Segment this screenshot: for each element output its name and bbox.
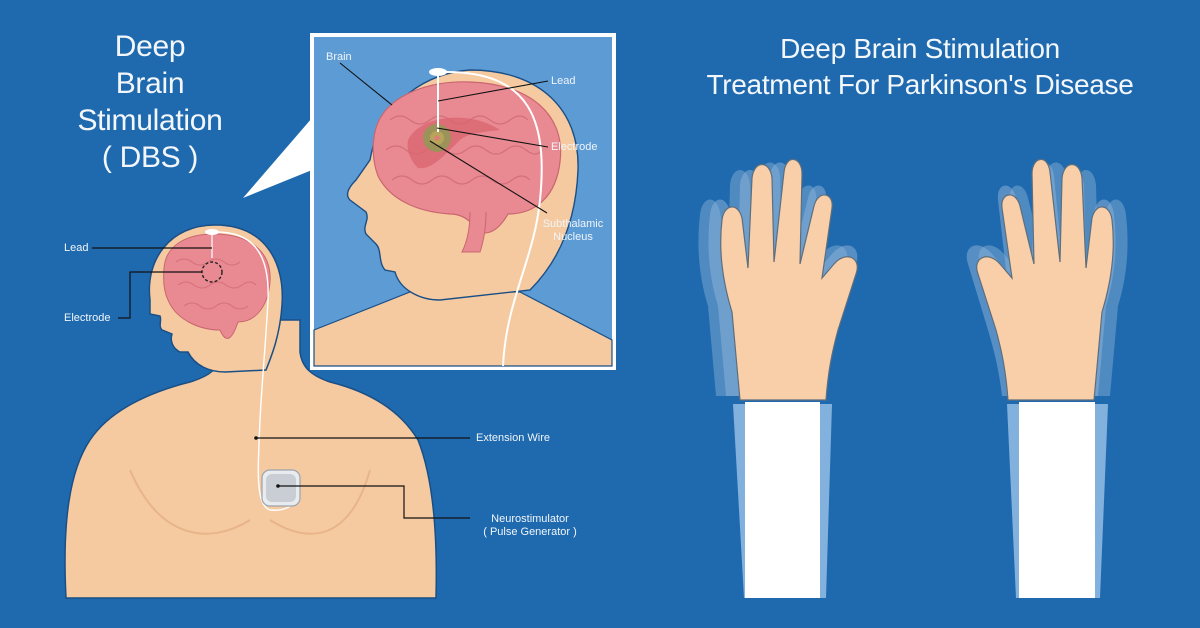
inset-panel: [310, 33, 616, 370]
label-neurostimulator: Neurostimulator ( Pulse Generator ): [472, 513, 588, 539]
label-lead: Lead: [64, 242, 89, 254]
inset-label-subthalamic-nucleus: Subthalamic Nucleus: [528, 218, 618, 244]
label-extension-wire: Extension Wire: [476, 432, 550, 444]
left-title-line-2: Brain: [115, 67, 185, 100]
right-title-line-2: Treatment For Parkinson's Disease: [706, 69, 1134, 100]
inset-label-lead: Lead: [551, 75, 576, 87]
label-neurostimulator-line-2: ( Pulse Generator ): [483, 526, 577, 538]
inset-label-subthalamic-line-2: Nucleus: [553, 231, 593, 243]
right-title-line-1: Deep Brain Stimulation: [780, 33, 1060, 64]
right-hand-illustration: [966, 158, 1128, 598]
body-figure: [64, 224, 470, 599]
callout-pointer: [243, 118, 312, 198]
inset-label-brain: Brain: [326, 51, 352, 63]
label-neurostimulator-line-1: Neurostimulator: [491, 513, 569, 525]
left-title-line-1: Deep: [114, 30, 186, 63]
left-title-line-4: ( DBS ): [101, 141, 199, 174]
left-hand-illustration: [698, 158, 858, 598]
right-title: Deep Brain Stimulation Treatment For Par…: [640, 31, 1200, 103]
inset-label-subthalamic-line-1: Subthalamic: [542, 218, 604, 230]
left-title: Deep Brain Stimulation ( DBS ): [40, 28, 260, 176]
inset-label-electrode: Electrode: [551, 141, 598, 153]
left-title-line-3: Stimulation: [77, 104, 223, 137]
label-electrode: Electrode: [64, 312, 111, 324]
